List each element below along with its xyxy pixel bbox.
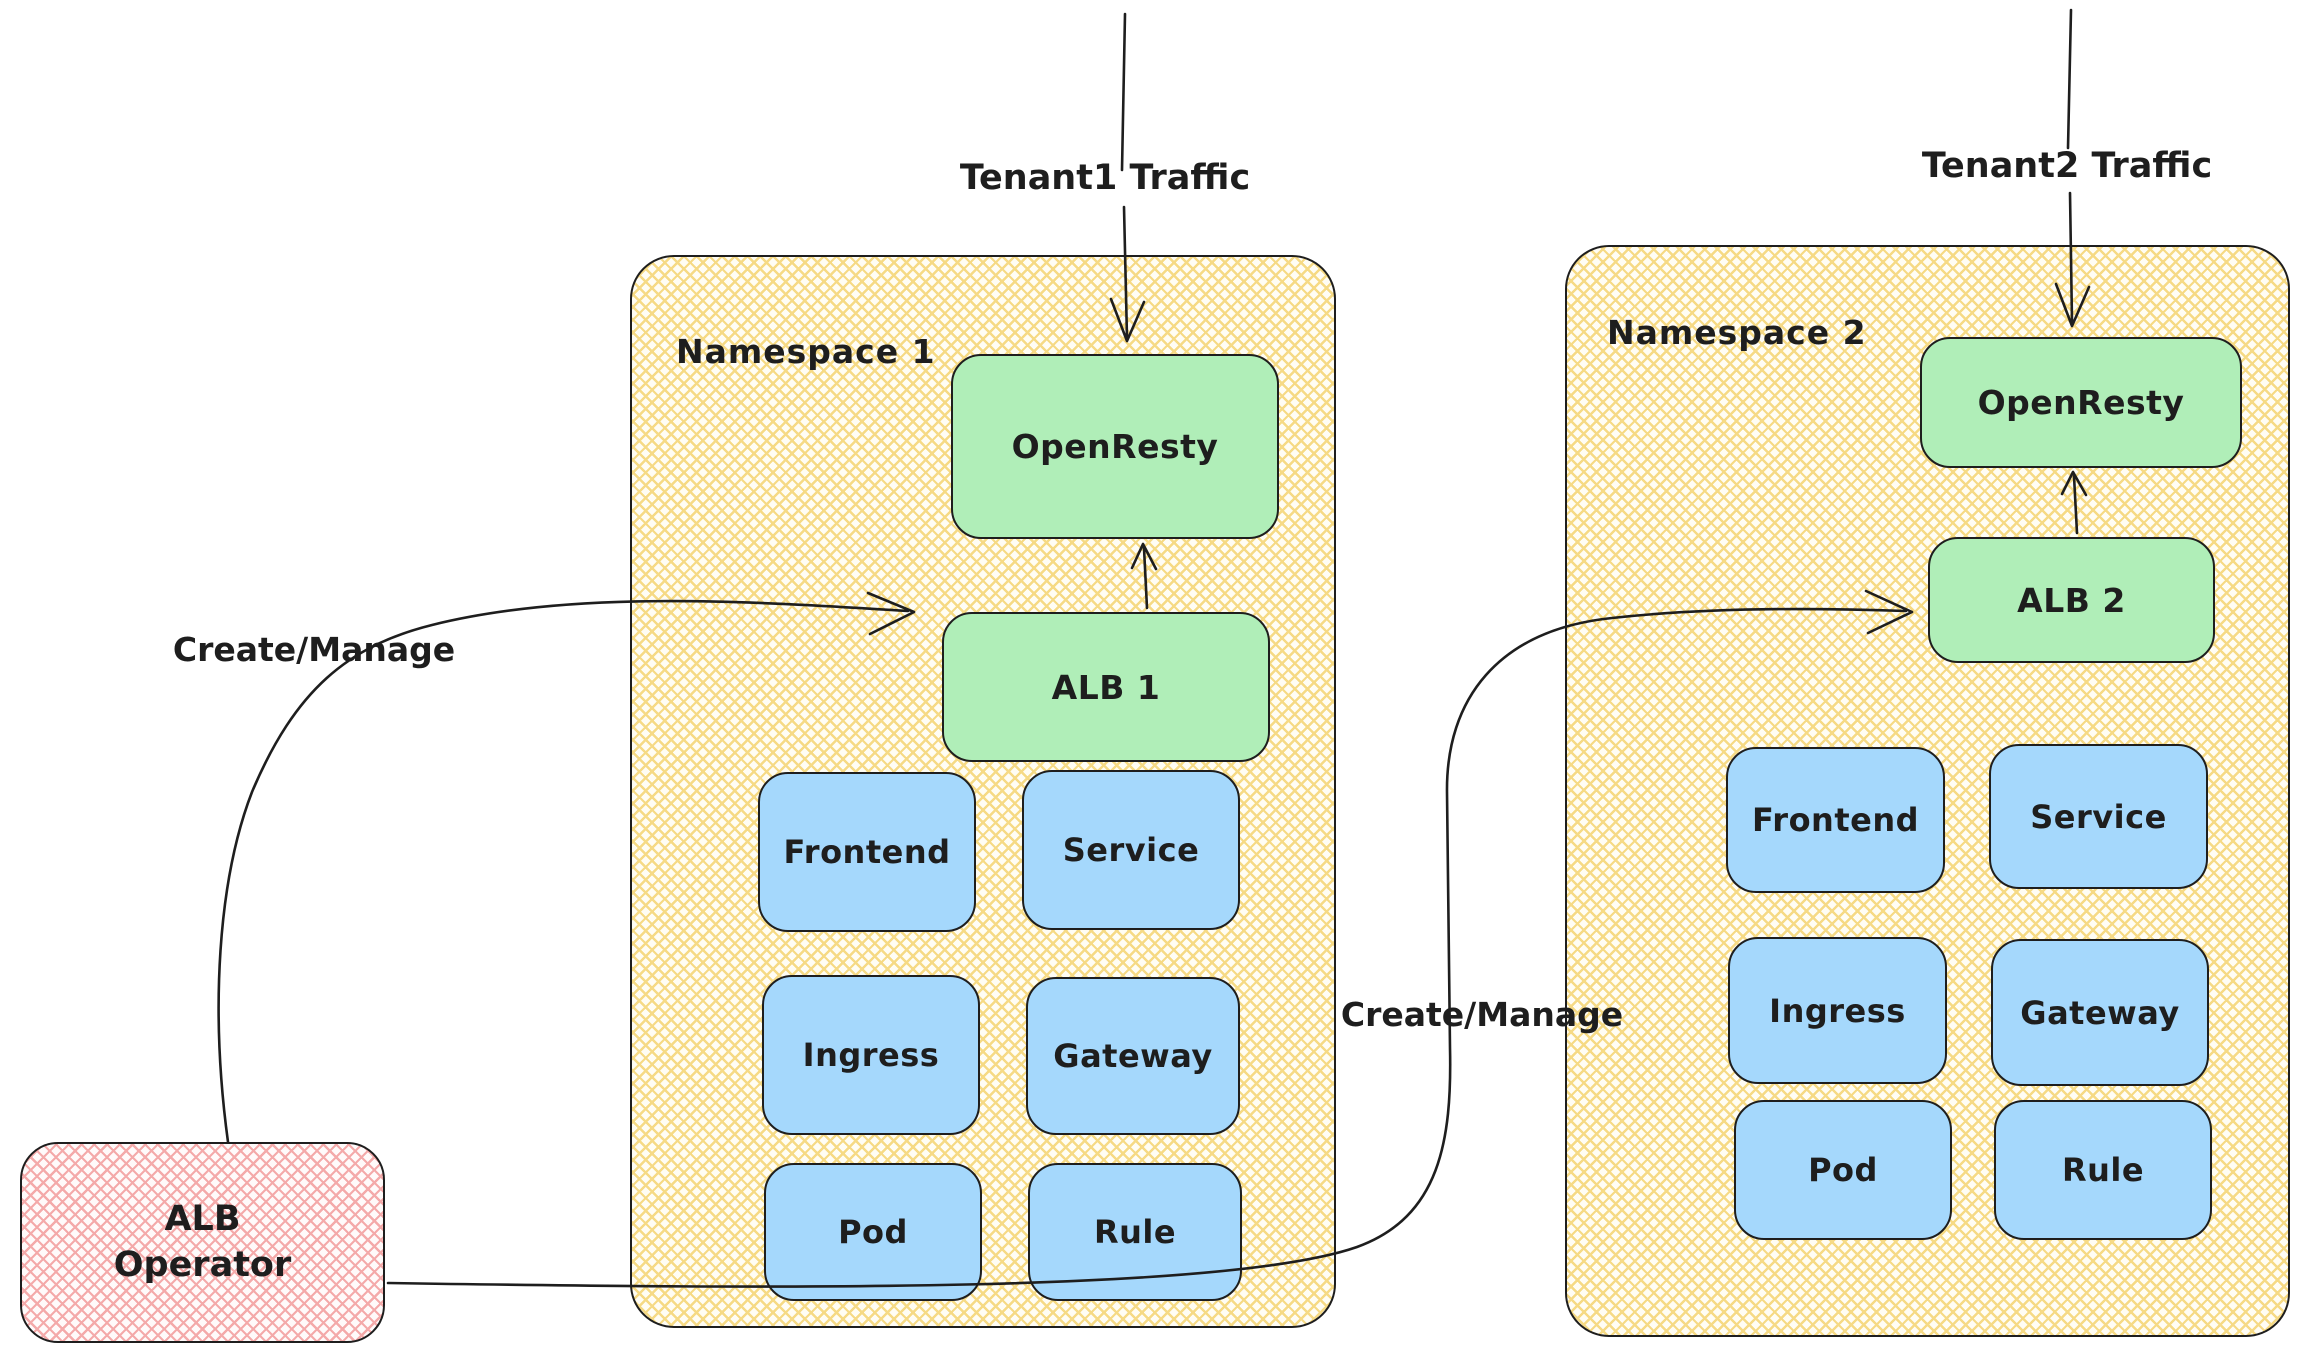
resource-box-gateway-1: Gateway [1026, 977, 1240, 1135]
resource-label: Ingress [802, 1036, 940, 1074]
resource-label: Rule [1093, 1213, 1177, 1251]
resource-box-service-1: Service [1022, 770, 1240, 930]
tenant2-traffic-line [2066, 8, 2073, 150]
resource-box-ingress-1: Ingress [762, 975, 980, 1135]
openresty-1-box: OpenResty [951, 354, 1279, 539]
resource-label: Ingress [1769, 991, 1906, 1030]
alb-2-box: ALB 2 [1928, 537, 2215, 663]
alb-2-label: ALB 2 [2017, 580, 2126, 620]
resource-label: Gateway [1053, 1037, 1213, 1075]
create-manage-label-1: Create/Manage [172, 630, 456, 669]
alb-1-label: ALB 1 [1051, 667, 1161, 707]
openresty-1-label: OpenResty [1011, 427, 1219, 466]
tenant1-traffic-label: Tenant1 Traffic [959, 158, 1251, 198]
resource-label: Rule [2061, 1151, 2145, 1189]
create-manage-label-2: Create/Manage [1340, 995, 1624, 1034]
resource-label: Pod [1808, 1151, 1878, 1189]
resource-label: Gateway [2020, 993, 2180, 1032]
namespace-2-label: Namespace 2 [1607, 313, 1867, 352]
alb-operator-label-line1: ALB [164, 1199, 241, 1239]
alb-operator-box: ALB Operator [20, 1142, 385, 1343]
resource-box-rule-2: Rule [1994, 1100, 2212, 1240]
resource-label: Frontend [783, 833, 951, 871]
resource-label: Pod [838, 1213, 908, 1251]
tenant2-traffic-label: Tenant2 Traffic [1921, 146, 2213, 186]
resource-box-frontend-2: Frontend [1726, 747, 1945, 893]
resource-box-ingress-2: Ingress [1728, 937, 1947, 1084]
resource-box-gateway-2: Gateway [1991, 939, 2209, 1086]
resource-box-rule-1: Rule [1028, 1163, 1242, 1301]
alb-1-box: ALB 1 [942, 612, 1270, 762]
resource-label: Frontend [1751, 801, 1920, 839]
resource-box-service-2: Service [1989, 744, 2208, 889]
alb-operator-label-line2: Operator [113, 1244, 292, 1285]
openresty-2-label: OpenResty [1977, 383, 2185, 422]
resource-label: Service [1062, 831, 1200, 869]
openresty-2-box: OpenResty [1920, 337, 2242, 468]
resource-box-pod-1: Pod [764, 1163, 982, 1301]
resource-label: Service [2030, 797, 2167, 836]
resource-box-frontend-1: Frontend [758, 772, 976, 932]
tenant1-traffic-line [1120, 12, 1127, 172]
namespace-1-label: Namespace 1 [676, 332, 936, 371]
resource-box-pod-2: Pod [1734, 1100, 1952, 1240]
